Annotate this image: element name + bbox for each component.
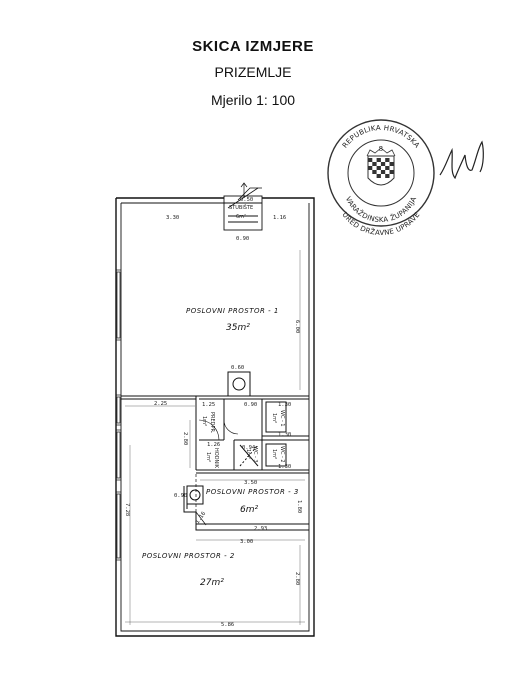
dim-top-right: 1.16 (273, 215, 286, 221)
dim-core-d: 1.26 (207, 442, 220, 448)
stair-entrance (223, 182, 263, 231)
room-2-area: 27m² (200, 578, 224, 588)
dim-left-lower: 7.28 (124, 503, 130, 516)
small-room-1-name: STUBIŠTE (229, 204, 253, 211)
small-room-2-area: 1m² (271, 413, 277, 423)
dim-right-upper: 6.00 (294, 320, 300, 333)
dim-mid-width: 3.50 (244, 480, 257, 486)
dim-core-b: 0.90 (244, 402, 257, 408)
small-room-6-area: 1m² (205, 452, 211, 462)
small-room-3-name: WC - 2 (279, 446, 285, 463)
dim-core-f: 0.94 (242, 445, 256, 451)
small-room-3-area: 1m² (271, 449, 277, 459)
small-room-4-area: 1m² (245, 449, 251, 459)
dim-chimney: 0.60 (231, 365, 244, 371)
dim-core-c: 1.30 (278, 402, 291, 408)
dim-left-mid: 2.25 (154, 401, 167, 407)
small-room-5-area: 1m² (201, 416, 207, 426)
dimension-lines (125, 250, 305, 625)
dim-top-left: 3.30 (166, 215, 179, 221)
small-room-1-area: 6m² (236, 214, 246, 220)
room-labels: POSLOVNI PROSTOR - 1 35m² POSLOVNI PROST… (142, 307, 299, 588)
scale-label: Mjerilo 1: 100 (210, 92, 296, 108)
outer-walls (115, 197, 315, 637)
dim-p3-bottom: 2.93 (254, 526, 267, 532)
page-title: SKICA IZMJERE (192, 38, 314, 55)
coat-of-arms-icon (366, 147, 396, 186)
room-1-name: POSLOVNI PROSTOR - 1 (186, 307, 279, 315)
room-3-name: POSLOVNI PROSTOR - 3 (206, 488, 299, 496)
small-room-4-name: WC - 3 (252, 446, 258, 463)
room-2-name: POSLOVNI PROSTOR - 2 (142, 552, 235, 560)
prostor-3-walls (183, 473, 309, 531)
dim-stair-width: 0.50 (240, 197, 253, 203)
dim-left-core: 2.80 (182, 432, 188, 445)
interior-walls (121, 371, 309, 474)
dim-lower-top: 3.00 (240, 539, 253, 545)
dim-p3-right: 1.80 (296, 500, 302, 513)
signature-mark (439, 140, 484, 180)
dim-core-e: 1.30 (278, 432, 291, 438)
dim-core-a: 1.25 (202, 402, 215, 408)
room-3-area: 6m² (240, 505, 258, 515)
dim-bottom: 5.86 (221, 622, 234, 628)
small-room-2-name: WC - 1 (279, 410, 285, 427)
small-room-labels: STUBIŠTE 6m² WC - 1 1m² WC - 2 1m² WC - … (201, 204, 285, 469)
dim-stair-bottom: 0.90 (236, 236, 249, 242)
room-1-area: 35m² (226, 323, 250, 333)
dim-right-lower: 2.80 (294, 572, 300, 585)
small-room-6-name: HODNIK (213, 448, 219, 469)
stamp-number: 8 (379, 145, 384, 153)
page-subtitle: PRIZEMLJE (214, 64, 292, 80)
small-room-5-name: PREDPR. (209, 412, 215, 434)
official-stamp: REPUBLIKA HRVATSKA VARAŽDINSKA ŽUPANIJA … (327, 119, 435, 237)
dim-core-g: 1.30 (278, 464, 291, 470)
dim-p3-left: 0.90 (174, 493, 187, 499)
